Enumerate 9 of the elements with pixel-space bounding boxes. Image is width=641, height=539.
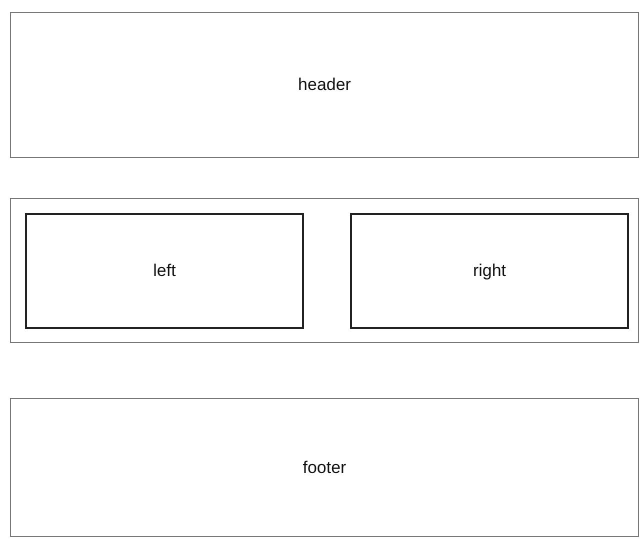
- region-label: left: [153, 261, 176, 281]
- column-region: [25, 213, 304, 329]
- container-region: [10, 198, 639, 343]
- region-label: right: [472, 261, 506, 281]
- column-region: [350, 213, 629, 329]
- region-label: footer: [302, 458, 346, 478]
- region-label: header: [298, 75, 351, 95]
- header-region: [10, 12, 639, 158]
- footer-region: [10, 398, 639, 537]
